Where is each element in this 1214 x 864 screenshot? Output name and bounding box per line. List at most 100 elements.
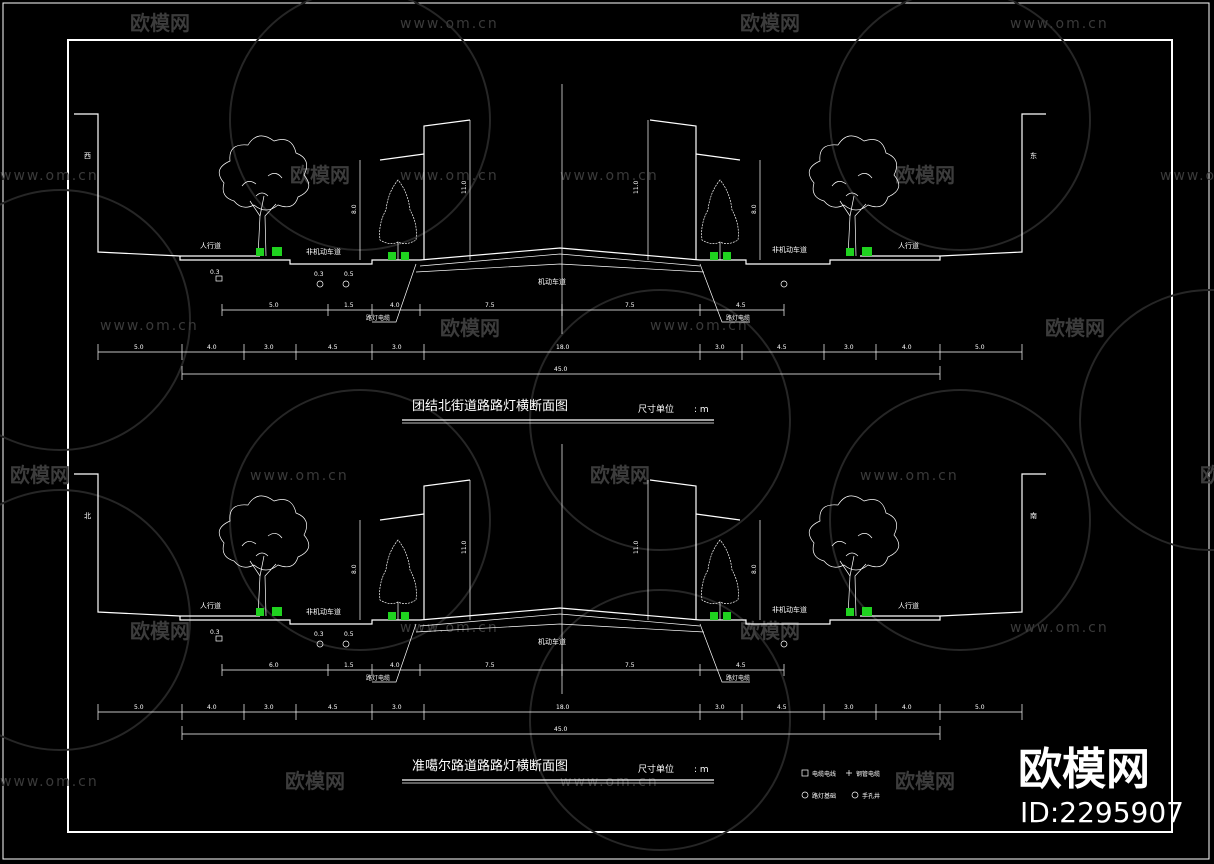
watermark-brand: 欧模网 xyxy=(1200,463,1214,487)
watermark-circle xyxy=(1079,289,1214,551)
cable-box-marker xyxy=(215,635,223,642)
mid-dim-value: 4.0 xyxy=(390,662,400,669)
pole-height-label: 11.0 xyxy=(461,540,468,554)
shrub-icon xyxy=(388,252,396,260)
aux-light-arm-left xyxy=(379,513,425,521)
foundation-marker xyxy=(316,280,324,288)
mid-dim-value: 4.5 xyxy=(736,302,746,309)
bottom-dim-value: 5.0 xyxy=(134,344,144,351)
mid-dim-value: 7.5 xyxy=(485,302,495,309)
light-pole-main-left xyxy=(423,479,471,620)
street-tree-icon xyxy=(218,495,310,617)
total-dim-value: 45.0 xyxy=(554,726,568,733)
label-sidewalk-left: 人行道 xyxy=(200,601,221,610)
watermark-brand: 欧模网 xyxy=(895,769,955,793)
legend-box-icon xyxy=(801,769,809,777)
small-dim: 0.3 xyxy=(210,269,220,276)
legend-label: 手孔井 xyxy=(862,792,880,800)
label-sidewalk-left: 人行道 xyxy=(200,241,221,250)
unit-value: : m xyxy=(694,765,709,775)
unit-label: 尺寸单位 xyxy=(638,403,674,415)
pavement-layer xyxy=(415,623,705,633)
label-motor-lane: 机动车道 xyxy=(538,637,566,646)
shrub-icon xyxy=(388,612,396,620)
watermark-url: www.om.cn xyxy=(400,168,499,184)
legend-label: 钢管电缆 xyxy=(856,770,880,778)
right-ground-line xyxy=(700,616,941,625)
aux-height-label: 8.0 xyxy=(751,204,758,214)
foundation-marker xyxy=(316,640,324,648)
watermark-url: www.om.cn xyxy=(0,774,99,790)
cable-box-marker xyxy=(215,275,223,282)
bottom-dim-value: 5.0 xyxy=(975,704,985,711)
aux-light-arm-right xyxy=(695,153,741,161)
label-sidewalk-right: 人行道 xyxy=(898,241,919,250)
watermark-circle xyxy=(829,0,1091,251)
foundation-marker xyxy=(342,640,350,648)
brand-logo: 欧模网 xyxy=(1018,744,1150,795)
cable-leader-left xyxy=(372,623,417,683)
right-wall-profile xyxy=(860,473,1046,617)
aux-height-label: 8.0 xyxy=(351,564,358,574)
mid-dim-value: 7.5 xyxy=(625,302,635,309)
label-cable-right: 路灯电缆 xyxy=(726,674,750,682)
section-title: 准噶尔路道路路灯横断面图 xyxy=(412,758,568,774)
bottom-dim-value: 5.0 xyxy=(975,344,985,351)
bottom-dim-value: 3.0 xyxy=(715,344,725,351)
carriageway-crown xyxy=(419,247,701,261)
legend-label: 路灯基础 xyxy=(812,792,836,800)
bottom-dim-value: 4.5 xyxy=(328,704,338,711)
mid-dim-value: 1.5 xyxy=(344,662,354,669)
foundation-marker xyxy=(780,640,788,648)
foundation-marker xyxy=(780,280,788,288)
bottom-dim-value: 4.0 xyxy=(207,704,217,711)
small-dim: 0.3 xyxy=(210,629,220,636)
shrub-icon xyxy=(710,252,718,260)
watermark-brand: 欧模网 xyxy=(10,463,70,487)
unit-label: 尺寸单位 xyxy=(638,763,674,775)
legend-circle-icon xyxy=(801,791,809,799)
small-dim: 0.3 xyxy=(314,631,324,638)
left-wall-profile xyxy=(74,113,260,257)
shrub-icon xyxy=(272,247,282,256)
legend-label: 电缆电线 xyxy=(812,770,836,778)
shrub-icon xyxy=(862,607,872,616)
unit-value: : m xyxy=(694,405,709,415)
label-cable-right: 路灯电缆 xyxy=(726,314,750,322)
cable-leader-left xyxy=(372,263,417,323)
pole-height-label: 11.0 xyxy=(633,180,640,194)
watermark-url: www.om.cn xyxy=(250,468,349,484)
shrub-icon xyxy=(256,608,264,616)
shrub-icon xyxy=(272,607,282,616)
mid-dim-value: 4.5 xyxy=(736,662,746,669)
watermark-url: www.om.cn xyxy=(1010,16,1109,32)
label-sidewalk-right: 人行道 xyxy=(898,601,919,610)
watermark-brand: 欧模网 xyxy=(1045,316,1105,340)
cable-leader-right xyxy=(699,623,750,683)
direction-right: 南 xyxy=(1030,511,1037,520)
bottom-dim-value: 3.0 xyxy=(392,704,402,711)
label-nonmotor-right: 非机动车道 xyxy=(772,605,807,614)
shrub-icon xyxy=(401,612,409,620)
bottom-dim-value: 5.0 xyxy=(134,704,144,711)
left-ground-line xyxy=(179,256,420,265)
bottom-dim-value: 4.5 xyxy=(777,704,787,711)
shrub-icon xyxy=(710,612,718,620)
street-tree-icon xyxy=(808,135,900,257)
watermark-url: www.om.cn xyxy=(560,168,659,184)
street-tree-icon xyxy=(218,135,310,257)
mid-dim-value: 4.0 xyxy=(390,302,400,309)
aux-light-arm-left xyxy=(379,153,425,161)
aux-light-arm-right xyxy=(695,513,741,521)
bottom-dim-value: 4.0 xyxy=(207,344,217,351)
label-nonmotor-left: 非机动车道 xyxy=(306,247,341,256)
light-pole-main-right xyxy=(649,479,697,620)
label-nonmotor-left: 非机动车道 xyxy=(306,607,341,616)
label-cable-left: 路灯电缆 xyxy=(366,314,390,322)
watermark-url: www.om.cn xyxy=(1010,620,1109,636)
